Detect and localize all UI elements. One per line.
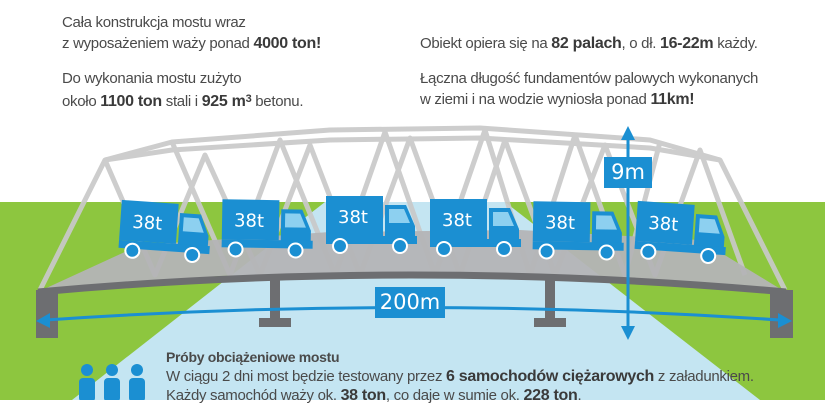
truck-cargo-box [532, 201, 591, 243]
wheel-icon [184, 246, 201, 263]
load-test-line3: Każdy samochód waży ok. 38 ton, co daje … [166, 386, 754, 405]
highlight: 228 ton [523, 387, 578, 404]
truck-window [595, 215, 617, 230]
text: betonu. [251, 93, 304, 110]
load-test-line2: W ciągu 2 dni most będzie testowany prze… [166, 367, 754, 386]
highlight: 925 m3 [202, 93, 252, 110]
truck: 38t [326, 196, 417, 254]
load-test: Próby obciążeniowe mostu W ciągu 2 dni m… [166, 348, 754, 405]
text: z wyposażeniem waży ponad [62, 35, 254, 52]
truck-window [698, 218, 720, 234]
truck-window [493, 212, 514, 226]
fact-foundations-line2: w ziemi i na wodzie wyniosła ponad 11km! [420, 89, 758, 110]
truck: 38t [430, 199, 521, 257]
truck-weight-label: 38t [442, 210, 472, 231]
highlight: 11km! [650, 91, 695, 108]
text: , co daje w sumie ok. [385, 387, 524, 404]
truck: 38t [532, 201, 624, 261]
highlight: 6 samochodów ciężarowych [446, 368, 655, 385]
truck-weight-label: 38t [234, 210, 264, 232]
truck-window [284, 213, 306, 228]
height-label: 9m [604, 157, 652, 188]
wheel-icon [598, 244, 615, 261]
bridge-beam [37, 271, 787, 296]
truck-cargo-box [635, 200, 695, 245]
wheel-icon [436, 241, 452, 257]
wheel-icon [496, 241, 512, 257]
text: W ciągu 2 dni most będzie testowany prze… [166, 368, 447, 385]
fact-weight: Cała konstrukcja mostu wraz z wyposażeni… [62, 12, 321, 54]
fact-foundations-line1: Łączna długość fundamentów palowych wyko… [420, 70, 759, 87]
truck: 38t [118, 199, 210, 263]
wheel-icon [124, 242, 141, 259]
truck-chassis [326, 236, 417, 244]
wheel-icon [700, 247, 717, 264]
highlight: 82 palach [551, 35, 622, 52]
wheel-icon [227, 241, 244, 258]
truck: 38t [634, 200, 726, 264]
truck-cargo-box [326, 196, 383, 236]
text: każdy. [713, 35, 758, 52]
text: , o dł. [621, 35, 660, 52]
wheel-icon [640, 243, 657, 260]
text: Obiekt opiera się na [420, 35, 552, 52]
text: 925 m [201, 93, 246, 110]
right-abutment [770, 290, 793, 338]
text: . [577, 387, 582, 404]
arrowhead-right-icon [778, 313, 792, 328]
wheel-icon [287, 242, 304, 259]
truck-weight-label: 38t [648, 213, 679, 236]
highlight: 1100 ton [100, 93, 162, 110]
wheel-icon [392, 238, 408, 254]
truck-cargo-box [430, 199, 487, 239]
fact-weight-line1: Cała konstrukcja mostu wraz [62, 14, 246, 31]
truck: 38t [221, 199, 313, 259]
truck-weight-label: 38t [545, 212, 575, 234]
arrowhead-left-icon [36, 313, 50, 328]
truck-chassis [430, 239, 521, 247]
superscript: 3 [245, 93, 252, 105]
fact-piles: Obiekt opiera się na 82 palach, o dł. 16… [420, 33, 758, 54]
text: stali i [161, 93, 202, 110]
pier-left [259, 276, 291, 327]
wheel-icon [332, 238, 348, 254]
highlight: 16-22m [659, 35, 714, 52]
text: Każdy samochód waży ok. [166, 387, 341, 404]
text: z załadunkiem. [654, 368, 754, 385]
truck-weight-label: 38t [132, 212, 163, 235]
truck-window [182, 217, 204, 233]
fact-weight-line2: z wyposażeniem waży ponad 4000 ton! [62, 33, 321, 54]
truck-cargo-box [119, 199, 179, 244]
left-abutment [36, 290, 58, 338]
truck-weight-label: 38t [338, 207, 368, 228]
fact-materials-line1: Do wykonania mostu zużyto [62, 70, 242, 87]
people-icon [79, 364, 145, 400]
highlight: 38 ton [340, 387, 387, 404]
truck-cargo-box [221, 199, 280, 241]
pier-right [534, 277, 566, 327]
wheel-icon [538, 243, 555, 260]
text: w ziemi i na wodzie wyniosła ponad [420, 91, 651, 108]
fact-foundations: Łączna długość fundamentów palowych wyko… [420, 68, 758, 110]
arrowhead-down-icon [621, 326, 635, 340]
fact-materials-line2: około 1100 ton stali i 925 m3 betonu. [62, 89, 304, 112]
truck-window [389, 209, 410, 223]
fact-materials: Do wykonania mostu zużyto około 1100 ton… [62, 68, 304, 112]
text: około [62, 93, 101, 110]
highlight: 4000 ton! [253, 35, 322, 52]
length-label: 200m [375, 287, 445, 318]
arrowhead-up-icon [621, 126, 635, 140]
load-test-title: Próby obciążeniowe mostu [166, 349, 340, 365]
